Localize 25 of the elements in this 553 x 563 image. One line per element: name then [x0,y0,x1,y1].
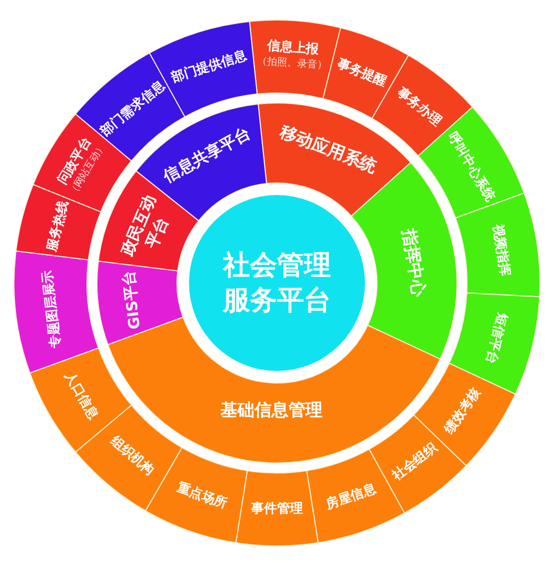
center-title: 社会管理服务平台 [223,248,331,318]
outer-ring-segment [234,469,320,547]
segment-label: 信息上报 [267,39,320,56]
segment-label: 政民互动平台 [116,192,173,260]
segment-label: 专题图层展示 [42,269,64,348]
segment-label: 部门提供信息 [170,50,248,86]
segment-label: 指挥中心 [400,228,428,298]
segment-label: 呼叫中心系统 [445,130,496,204]
segment-label: 事务办理 [394,86,444,129]
segment-label: 社会组织 [390,441,440,484]
segment-label: 移动应用系统 [277,124,379,177]
segment-label: 事务提醒 [335,58,388,90]
segment-label: 重点场所 [174,481,228,511]
segment-label: 短信平台 [484,310,509,364]
segment-label: 人口信息 [62,370,100,422]
segment-label: 绩效考核 [443,386,484,436]
segment-label: GIS平台 [121,270,143,330]
segment-label: 房屋信息 [324,482,378,512]
segment-label: 组织机构 [108,434,156,478]
segment-note: （拍照、录音） [257,56,328,71]
inner-ring-segment [96,260,185,346]
segment-label: 视频指挥 [490,222,511,276]
segment-label: 基础信息管理 [220,402,322,420]
segment-label: 服务热线 [45,200,71,254]
segment-label: 事件管理 [251,502,303,516]
